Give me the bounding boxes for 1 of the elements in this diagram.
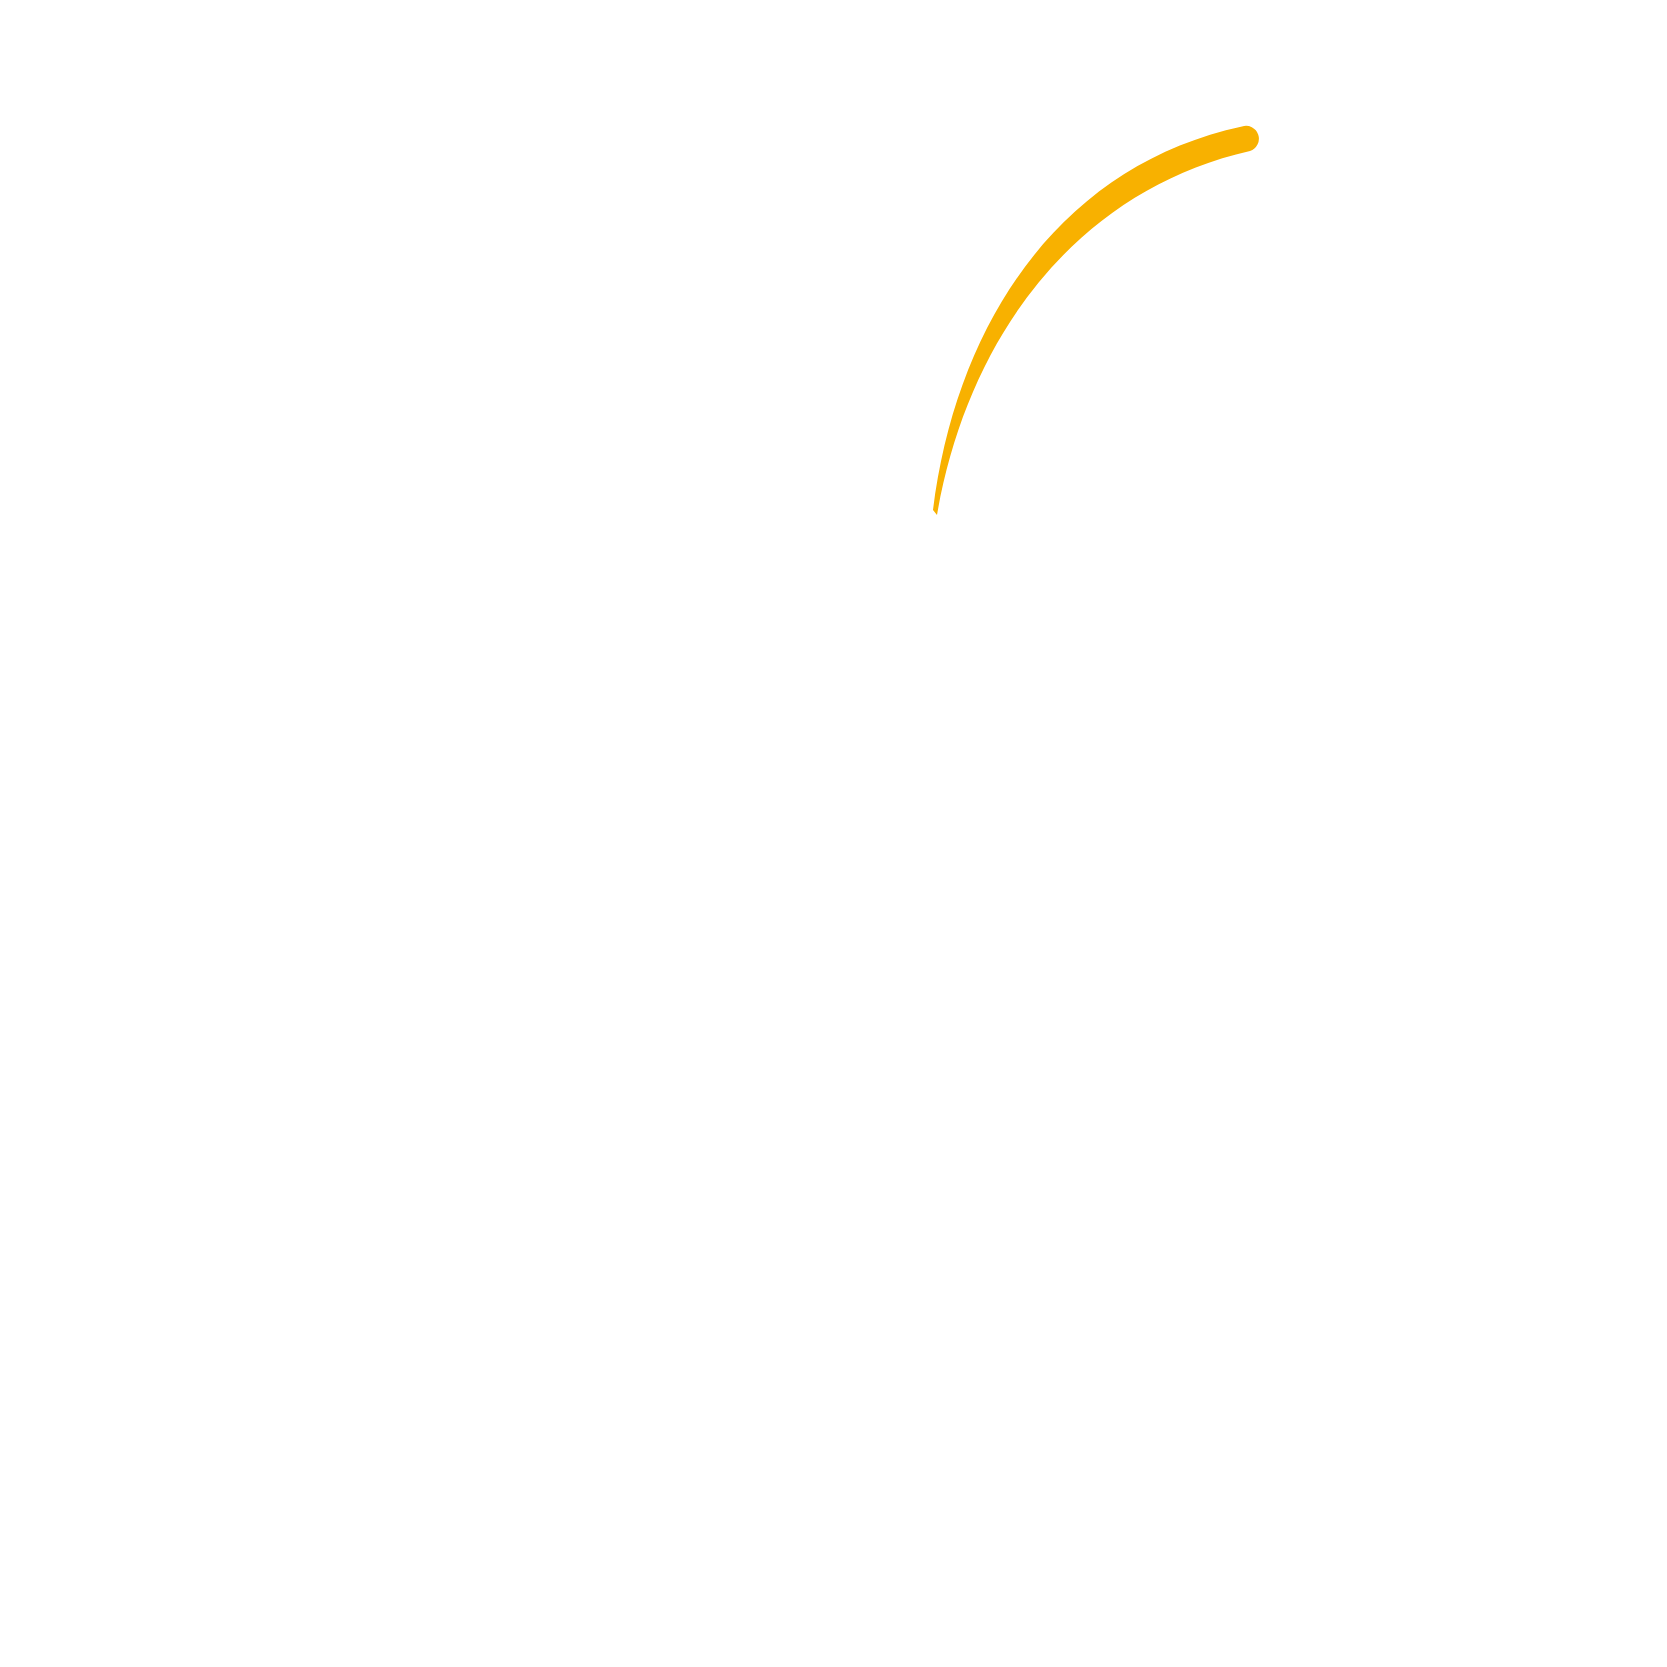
curved-stroke [933,125,1259,515]
